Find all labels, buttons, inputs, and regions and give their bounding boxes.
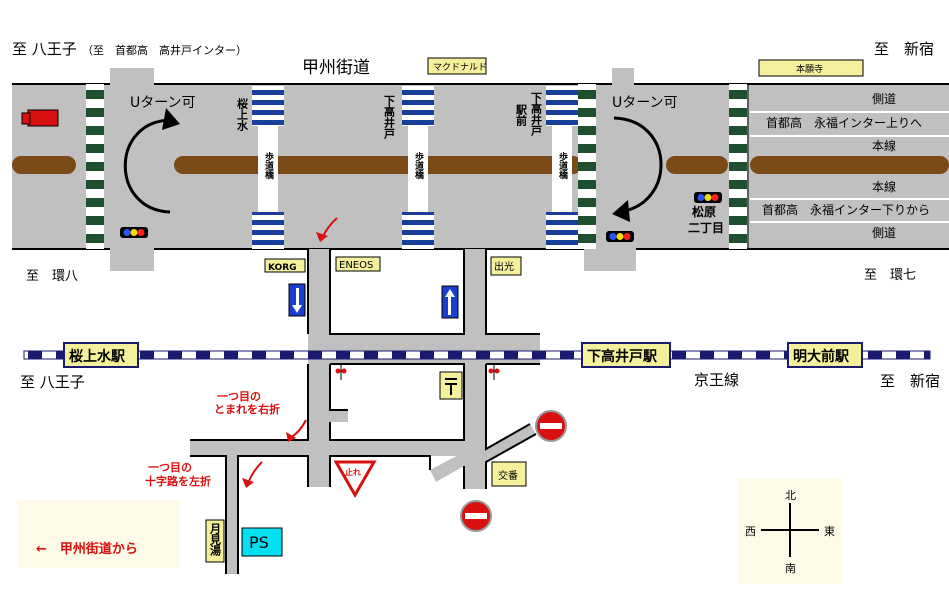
korg-sign xyxy=(264,258,306,273)
from-koshu-note-box xyxy=(17,500,180,568)
mcdonalds-sign xyxy=(427,57,487,75)
korg-label: KORG xyxy=(268,263,297,273)
idemitsu-label: 出光 xyxy=(494,260,514,273)
traffic-light-icon xyxy=(120,227,148,238)
lane-label: 側道 xyxy=(872,92,896,106)
idemitsu-sign xyxy=(490,256,522,276)
stop-sign-icon xyxy=(333,460,377,499)
honganji-label: 本願寺 xyxy=(796,63,823,75)
direction-first-cross: 十字路を左折 xyxy=(145,474,211,488)
direction-first-stop: 一つ目の xyxy=(217,390,261,403)
pedestrian-bridge-sakurajosui xyxy=(252,86,284,249)
compass-west: 西 xyxy=(745,525,756,538)
koban-sign xyxy=(491,461,527,487)
local-roads xyxy=(190,249,540,574)
stop-sign-label: 止れ xyxy=(345,467,361,477)
to-takaido-interchange-note: （至 首都高 高井戸インター） xyxy=(82,43,247,57)
median-strip xyxy=(666,156,728,174)
kan8-side-road xyxy=(110,245,154,271)
one-way-up-icon xyxy=(441,285,459,319)
lane-label: 首都高 永福インター上りへ xyxy=(766,115,922,130)
route-arrow-icon xyxy=(289,419,307,439)
median-strip xyxy=(750,156,949,174)
crossing-shimotakaido: 下高井戸 xyxy=(383,95,396,140)
to-hachioji-label: 至 八王子 xyxy=(12,40,77,58)
station-shimotakaido-label: 下高井戸駅 xyxy=(587,348,658,365)
direction-first-cross: 一つ目の xyxy=(148,461,192,474)
koshu-kaido-title: 甲州街道 xyxy=(302,58,370,78)
one-way-down-icon xyxy=(288,283,306,317)
mcdonalds-label: マクドナルド xyxy=(433,62,487,73)
railway-crossing-signal-icon xyxy=(488,365,500,380)
crossing-ekimae: 駅前 xyxy=(515,104,529,127)
from-koshu-note: ← 甲州街道から xyxy=(36,541,138,557)
station-sakurajosui-label: 桜上水駅 xyxy=(69,348,126,365)
uturn-label-left: Uターン可 xyxy=(130,95,196,111)
local-road-edges xyxy=(190,249,540,574)
no-entry-sign-icon xyxy=(535,410,567,442)
no-entry-sign-icon xyxy=(460,500,492,532)
tsukimiyu-sign xyxy=(205,519,225,563)
hodokyo-label: 歩道橋 xyxy=(413,151,424,180)
post-office-icon xyxy=(439,371,463,400)
traffic-light-icon xyxy=(694,192,722,203)
hodokyo-label: 歩道橋 xyxy=(263,151,274,180)
uturn-arrow-left xyxy=(123,118,173,214)
uturn-right-stub xyxy=(612,68,634,88)
compass-north: 北 xyxy=(785,489,796,502)
honganji-sign xyxy=(758,59,864,77)
parking-space-label: PS xyxy=(249,533,269,552)
pedestrian-bridge-ekimae xyxy=(546,86,578,249)
railway-crossing-signal-icon xyxy=(335,365,347,380)
median-strip xyxy=(12,156,76,174)
eneos-sign xyxy=(335,256,381,272)
to-kan8-label: 至 環八 xyxy=(26,269,78,284)
keio-line-track xyxy=(23,350,931,360)
koban-label: 交番 xyxy=(498,469,518,482)
station-meidaimae-label: 明大前駅 xyxy=(793,348,850,365)
hodokyo-label: 歩道橋 xyxy=(557,151,568,180)
matsubara-label: 松原 xyxy=(692,204,716,219)
compass-south: 南 xyxy=(785,562,796,575)
lane-label: 首都高 永福インター下りから xyxy=(762,202,930,217)
compass-east: 東 xyxy=(824,525,835,538)
crosswalk xyxy=(578,84,596,249)
kan7-side-road xyxy=(584,245,636,271)
uturn-label-right: Uターン可 xyxy=(612,95,678,111)
traffic-light-icon xyxy=(606,231,634,242)
lane-label: 本線 xyxy=(872,138,896,153)
truck-icon xyxy=(21,109,59,127)
station-shimotakaido xyxy=(581,342,671,368)
matsubara-label: 二丁目 xyxy=(688,221,724,235)
to-kan7-label: 至 環七 xyxy=(864,268,916,283)
uturn-left-stub xyxy=(110,68,154,88)
lower-to-shinjuku-label: 至 新宿 xyxy=(880,372,940,390)
keio-line-label: 京王線 xyxy=(694,371,739,389)
crosswalk xyxy=(86,84,104,249)
crosswalk xyxy=(729,84,747,249)
median-strip xyxy=(174,156,582,174)
crossing-sakurajosui: 桜上水 xyxy=(236,97,249,132)
uturn-arrow-right xyxy=(613,116,663,214)
station-meidaimae xyxy=(787,342,863,368)
pedestrian-bridge-shimotakaido xyxy=(402,86,434,249)
parking-space-sign xyxy=(241,527,283,557)
direction-first-stop: とまれを右折 xyxy=(214,402,280,416)
lane-label: 側道 xyxy=(872,226,896,240)
eneos-label: ENEOS xyxy=(339,260,373,271)
to-shinjuku-label: 至 新宿 xyxy=(874,40,934,58)
crossing-ekimae: 下高井戸 xyxy=(530,92,543,137)
station-sakurajosui xyxy=(63,342,139,368)
tsukimiyu-label: 月見湯 xyxy=(209,523,223,557)
lower-to-hachioji-label: 至 八王子 xyxy=(20,373,85,391)
lane-label: 本線 xyxy=(872,179,896,194)
